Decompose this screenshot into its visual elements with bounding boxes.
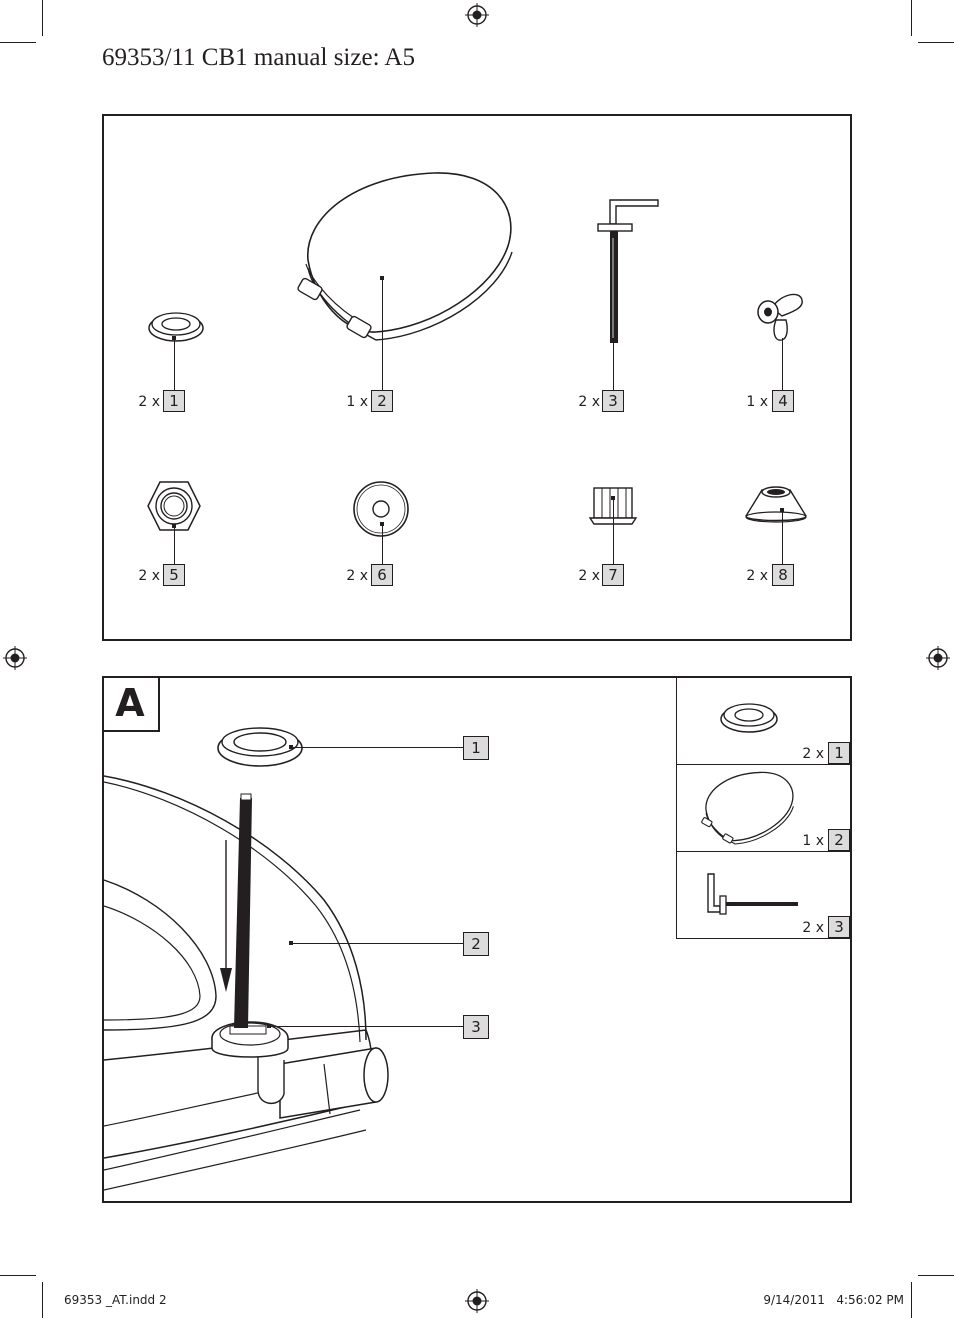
cone-washer-icon [745,486,807,523]
leader-line [174,338,175,390]
leader-line [782,338,783,390]
crop-mark [918,1275,954,1276]
part-number: 3 [828,916,850,938]
crop-mark [0,1275,36,1276]
toilet-seat-icon [297,172,513,341]
callout-number: 3 [463,1015,489,1039]
part-number: 2 [828,829,850,851]
part-number: 7 [602,564,624,586]
part-qty: 1 x [802,833,824,849]
l-bolt-icon [597,199,659,343]
part-number: 4 [772,390,794,412]
leader-line [291,943,463,944]
wing-nut-icon [757,293,803,341]
part-number: 3 [602,390,624,412]
seat-installation-illustration [104,775,389,1191]
part-qty: 2 x [746,568,768,584]
leader-dot [611,496,615,500]
leader-dot [380,276,384,280]
crop-mark [918,42,954,43]
callout-number: 1 [463,736,489,760]
hex-nut-icon [147,481,201,531]
part-qty: 2 x [578,568,600,584]
toilet-seat-icon [701,771,794,845]
footer-timestamp: 9/14/2011 4:56:02 PM [763,1293,904,1307]
part-qty: 2 x [346,568,368,584]
leader-line [291,747,463,748]
part-qty: 2 x [138,568,160,584]
part-qty: 1 x [746,394,768,410]
part-number: 8 [772,564,794,586]
cup-washer-icon [217,727,303,767]
parts-used-cell [676,852,851,939]
registration-mark-icon [465,1289,489,1313]
leader-dot [172,336,176,340]
part-qty: 2 x [138,394,160,410]
flat-washer-icon [353,481,409,537]
step-a-panel [102,676,852,1203]
l-bolt-icon [707,873,798,915]
part-qty: 2 x [802,920,824,936]
parts-list-panel [102,114,852,641]
callout-number: 2 [463,932,489,956]
cup-washer-icon [720,703,778,733]
registration-mark-icon [926,646,950,670]
leader-line [382,524,383,564]
page-title: 69353/11 CB1 manual size: A5 [102,44,415,71]
crop-mark [42,1282,43,1318]
part-number: 6 [371,564,393,586]
leader-line [782,510,783,564]
crop-mark [42,0,43,36]
leader-dot [780,508,784,512]
part-number: 1 [163,390,185,412]
leader-line [174,526,175,564]
leader-line [613,498,614,564]
parts-used-cell [676,765,851,852]
registration-mark-icon [465,3,489,27]
leader-dot [380,522,384,526]
footer-filename: 69353 _AT.indd 2 [64,1293,167,1307]
part-qty: 2 x [578,394,600,410]
leader-line [269,1026,463,1027]
crop-mark [911,0,912,36]
registration-mark-icon [3,646,27,670]
crop-mark [0,42,36,43]
leader-line [382,278,383,390]
part-qty: 2 x [802,746,824,762]
leader-dot [172,524,176,528]
part-number: 2 [371,390,393,412]
step-letter: A [102,676,160,732]
leader-line [613,342,614,390]
parts-used-cell [676,678,851,765]
part-number: 5 [163,564,185,586]
crop-mark [911,1282,912,1318]
part-qty: 1 x [346,394,368,410]
part-number: 1 [828,742,850,764]
cup-washer-icon [148,312,204,342]
